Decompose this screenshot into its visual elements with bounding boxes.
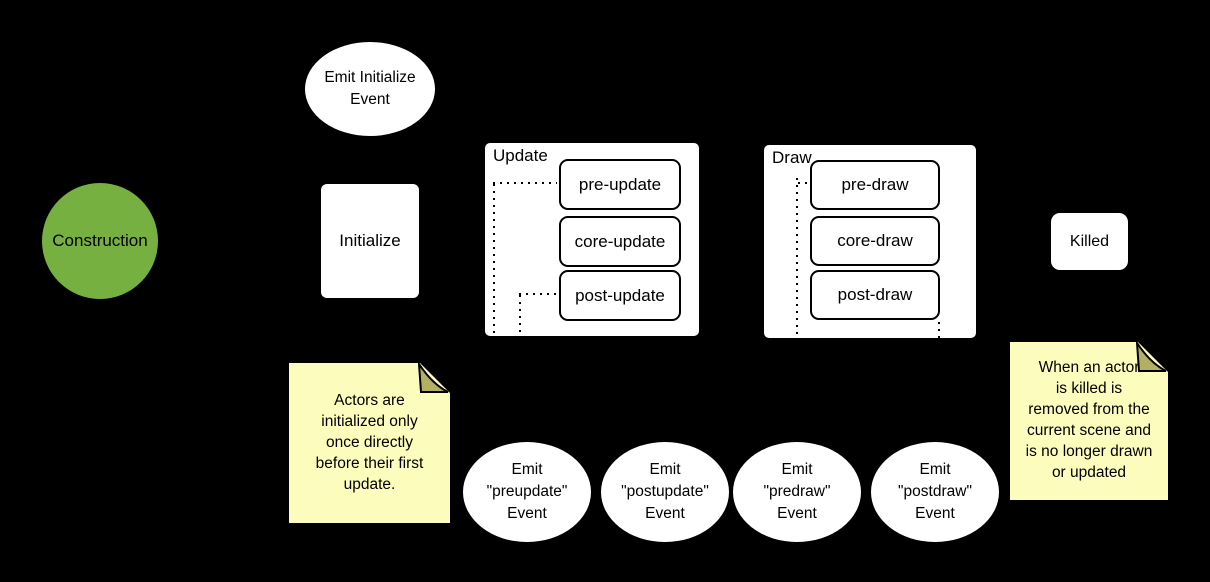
killed-node: Killed	[1051, 213, 1128, 270]
emit-postdraw-line1: Emit	[919, 461, 951, 478]
dotted-connector-postupdate	[519, 293, 557, 295]
post-update-label: post-update	[575, 285, 665, 305]
emit-preupdate-line3: Event	[507, 505, 547, 522]
emit-preupdate-line2: "preupdate"	[486, 483, 568, 500]
construction-label: Construction	[52, 231, 148, 250]
core-update-label: core-update	[574, 231, 666, 251]
note-line: is killed is	[1055, 380, 1123, 397]
emit-initialize-line1: Emit Initialize	[324, 69, 416, 87]
emit-initialize-event-node: Emit Initialize Event	[305, 42, 435, 136]
construction-node: Construction	[42, 183, 158, 299]
folded-corner-icon	[1136, 342, 1168, 374]
core-draw-node: core-draw	[810, 216, 940, 266]
post-update-node: post-update	[559, 270, 681, 321]
dotted-connector-preupdate-vertical	[493, 184, 495, 335]
dotted-connector-preupdate	[493, 182, 557, 184]
emit-initialize-line2: Event	[350, 91, 390, 108]
initialize-label: Initialize	[339, 231, 401, 250]
emit-predraw-line1: Emit	[781, 461, 813, 478]
draw-group-label: Draw	[772, 148, 812, 167]
note-line: update.	[343, 476, 396, 493]
emit-postupdate-line2: "postupdate"	[621, 483, 709, 500]
note-line: is no longer drawn	[1025, 443, 1153, 460]
note-line: When an actor	[1038, 359, 1140, 376]
note-line: initialized only	[321, 413, 418, 430]
killed-label: Killed	[1069, 232, 1110, 250]
note-line: removed from the	[1028, 401, 1150, 418]
emit-preupdate-event-node: Emit "preupdate" Event	[463, 442, 591, 542]
emit-postdraw-line3: Event	[915, 505, 955, 522]
initialize-sticky-note: Actors are initialized only once directl…	[289, 363, 450, 523]
note-line: before their first	[315, 455, 424, 472]
emit-predraw-line3: Event	[777, 505, 817, 522]
initialize-node: Initialize	[321, 184, 419, 298]
post-draw-label: post-draw	[837, 285, 913, 304]
post-draw-node: post-draw	[810, 270, 940, 320]
note-line: once directly	[325, 434, 413, 451]
note-line: Actors are	[334, 392, 405, 409]
core-draw-label: core-draw	[837, 231, 913, 250]
update-group-label: Update	[493, 146, 548, 165]
dotted-connector-predraw	[798, 182, 810, 184]
dotted-connector-postupdate-vertical	[519, 295, 521, 334]
pre-draw-node: pre-draw	[810, 160, 940, 210]
dotted-connector-predraw-vertical	[796, 178, 798, 340]
emit-postdraw-line2: "postdraw"	[898, 483, 972, 500]
note-line: current scene and	[1026, 422, 1152, 439]
folded-corner-icon	[418, 363, 450, 395]
emit-postdraw-event-node: Emit "postdraw" Event	[871, 442, 999, 542]
note-line: or updated	[1051, 464, 1127, 481]
emit-predraw-event-node: Emit "predraw" Event	[733, 442, 861, 542]
pre-update-label: pre-update	[578, 174, 662, 194]
pre-update-node: pre-update	[559, 159, 681, 210]
pre-draw-label: pre-draw	[841, 175, 909, 194]
emit-predraw-line2: "predraw"	[763, 483, 831, 500]
emit-postupdate-line1: Emit	[649, 461, 681, 478]
killed-sticky-note: When an actor is killed is removed from …	[1010, 342, 1168, 500]
emit-postupdate-line3: Event	[645, 505, 685, 522]
emit-preupdate-line1: Emit	[511, 461, 543, 478]
emit-postupdate-event-node: Emit "postupdate" Event	[601, 442, 729, 542]
dotted-connector-postdraw-vertical	[938, 322, 940, 340]
core-update-node: core-update	[559, 216, 681, 267]
